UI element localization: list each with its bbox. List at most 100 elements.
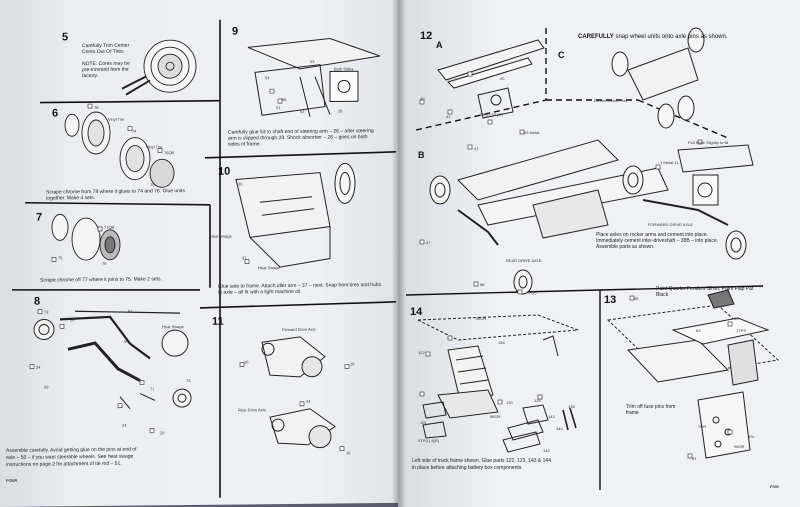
step-5-number: 5 xyxy=(62,31,69,44)
step-13-label: 90L xyxy=(748,434,755,439)
step-12-label: Do Not Ream Pins xyxy=(594,98,628,103)
step-12-number: 12 xyxy=(420,30,433,42)
step-14-label: 138 xyxy=(568,404,575,409)
step-8-label: Heat Swage xyxy=(162,324,184,330)
step-12-header-rest: snap wheel units onto axle pins as shown… xyxy=(613,34,728,40)
step-14-label: 98OR xyxy=(490,414,501,419)
step-9-number: 9 xyxy=(232,25,239,38)
step-13-label: 1TPS xyxy=(736,328,747,333)
step-12-label: 40 xyxy=(420,96,425,101)
step-6-label: Vinyl Tire xyxy=(146,144,163,150)
step-7-label: 76 xyxy=(102,260,107,266)
step-12-label: 1 Metal 11 xyxy=(660,160,679,165)
step-12-section-b: B xyxy=(418,150,425,160)
step-6-number: 6 xyxy=(52,107,59,120)
step-12-label: 56 (L) 57 (R) xyxy=(480,112,503,117)
step-12-header-bold: CAREFULLY xyxy=(578,34,614,40)
step-7-label: 75 xyxy=(58,255,63,261)
step-6-instructions: Scrape chrome from 78 where it glues to … xyxy=(46,188,185,202)
step-9-label: 52 xyxy=(300,108,305,114)
step-13-label: 7OR xyxy=(698,424,707,429)
step-10-label: Heat Swage xyxy=(210,233,232,239)
step-12-section-a: A xyxy=(436,40,443,50)
step-13-trim-note: Trim off fuse pins from frame xyxy=(626,404,676,416)
step-9-label: 54 xyxy=(265,75,270,81)
step-9-label: 26 xyxy=(338,108,343,114)
step-7-number: 7 xyxy=(36,211,43,224)
step-8-label: 34 xyxy=(36,364,41,370)
step-7-label: 77OR xyxy=(104,224,115,230)
step-8-number: 8 xyxy=(34,295,41,308)
step-14-label: 126 xyxy=(498,340,505,345)
step-9-instructions: Carefully glue 53 to shaft end of steeri… xyxy=(228,128,374,148)
step-8-label: 29 xyxy=(160,430,165,436)
step-5-cores-note: NOTE: Cores may be pre-trimmed from the … xyxy=(82,60,130,80)
step-14-text-line1: Left side of truck frame shown. Glue par… xyxy=(412,458,551,464)
step-9-label: Both Sides xyxy=(334,66,354,72)
step-14-label: 125 xyxy=(534,398,541,403)
step-8-label: 24 xyxy=(122,422,127,428)
step-14-label: 130 xyxy=(506,400,513,405)
step-10-number: 10 xyxy=(218,165,231,178)
step-14-label: 98OR xyxy=(476,316,487,321)
step-6-label: 78 xyxy=(94,104,99,111)
step-12-b-label: 56 xyxy=(480,282,485,287)
step-13-label: 90 xyxy=(734,316,739,321)
step-12-b-text-line3: Assemble parts as shown. xyxy=(596,244,655,250)
right-page-footer: FIVE xyxy=(770,484,779,489)
left-page-footer: FOUR xyxy=(6,477,18,483)
step-12-b-label: REAR DRIVE AXLE xyxy=(506,258,542,263)
step-12-b-text-line2: Immediately cement inter-driveshaft – 38… xyxy=(596,238,719,244)
step-12-label: 20 xyxy=(500,76,505,81)
step-11-number: 11 xyxy=(212,315,224,328)
step-6-label: Vinyl Tire xyxy=(108,116,125,122)
step-13-label: 88 xyxy=(634,296,639,301)
step-13-paint-note: Paint Quarter Fenders Silver, Paint Flap… xyxy=(656,286,754,298)
step-8-label: 28 xyxy=(70,317,75,323)
step-10-label: 37 xyxy=(242,255,247,261)
step-10-label: 36 xyxy=(238,181,243,187)
step-12-b-label: FORWARD DRIVE AXLE xyxy=(648,222,693,227)
step-8-label: 72 xyxy=(44,309,49,315)
step-11-label: Rear Drive Axle xyxy=(238,407,266,413)
step-8-label: 50 xyxy=(124,338,129,344)
step-13-label: 98OR xyxy=(734,444,745,449)
step-10-instructions: Glue axle to frame. Attach idler arm – 3… xyxy=(218,282,382,296)
step-12-b-label: 47 xyxy=(426,240,431,245)
step-9-label: 51 xyxy=(276,105,281,111)
step-10-label: Heat Swage xyxy=(258,265,280,271)
step-12-label: Pull Plate Slightly to fill xyxy=(688,140,729,145)
right-page: 12 A C B CAREFULLY snap wheel units onto… xyxy=(398,0,800,507)
step-12-b-text-line1: Place axles on rocker arms and cement in… xyxy=(596,232,708,238)
step-14-label: 5TP(L) 8(R) xyxy=(418,438,440,443)
step-12-label: 41 xyxy=(446,114,451,119)
step-9-label: 53 xyxy=(310,58,315,64)
step-14-label: 122 xyxy=(418,350,425,355)
left-page-drawings xyxy=(11,19,397,498)
step-11-label: 16 xyxy=(244,359,249,365)
step-13-label: 87 xyxy=(692,456,697,461)
step-6-label: 74 xyxy=(132,128,137,134)
step-6-label: 75 xyxy=(150,182,155,188)
step-11-label: 16 xyxy=(346,450,351,456)
right-page-drawings xyxy=(405,27,780,490)
step-12-section-c: C xyxy=(558,50,565,60)
step-12-b-label: 70 (2) xyxy=(526,290,537,295)
step-14-label: 143 xyxy=(548,414,555,419)
step-5-trim-note: Carefully Trim Center Cores Out Of Tires xyxy=(82,42,130,56)
step-11-label: Forward Drive Axle xyxy=(282,326,316,333)
binding-gutter xyxy=(392,0,406,507)
step-14-label: 101 xyxy=(420,420,427,425)
step-6-label: 76OR xyxy=(164,150,175,156)
step-8-label: 73 xyxy=(186,378,191,384)
step-14-label: 144 xyxy=(556,426,563,431)
step-11-label: 16 xyxy=(350,361,355,367)
step-12-label: 47 xyxy=(474,146,479,151)
step-11-label: 24 xyxy=(306,398,311,404)
step-8-label: 39 xyxy=(44,384,49,390)
step-8-label: 51 xyxy=(128,308,133,314)
step-14-number: 14 xyxy=(410,306,423,318)
step-8-label: 71 xyxy=(150,386,155,392)
left-page: 5 Carefully Trim Center Cores Out Of Tir… xyxy=(0,0,398,507)
